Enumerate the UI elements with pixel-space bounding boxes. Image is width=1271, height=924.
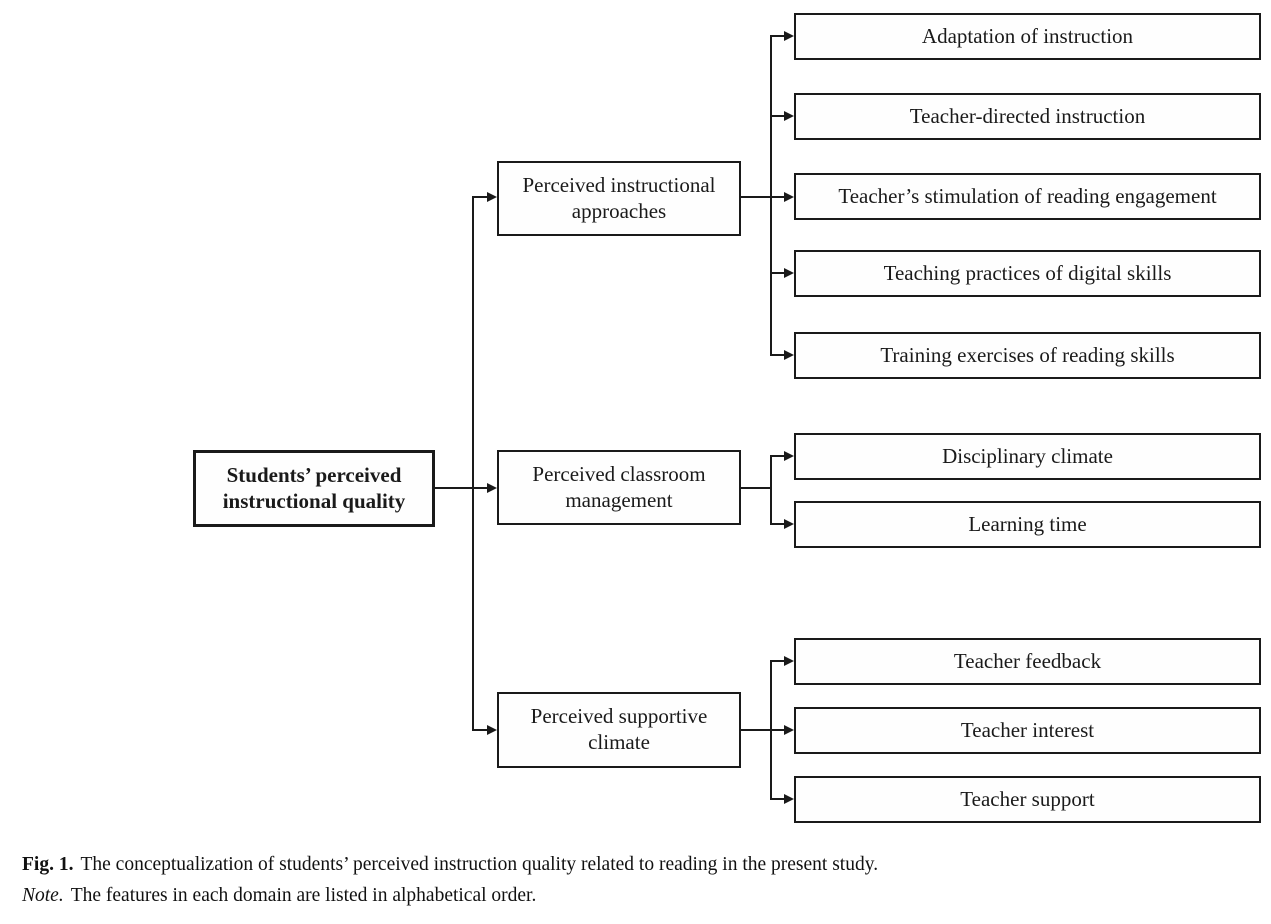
leaf-training-exercises-of-reading-skills: Training exercises of reading skills xyxy=(794,332,1261,379)
node-group-label: Perceived instructional approaches xyxy=(522,172,716,223)
connector-line xyxy=(770,798,784,800)
connector-line xyxy=(770,35,772,356)
connector-line xyxy=(770,354,784,356)
connector-line xyxy=(472,196,474,731)
connector-line xyxy=(741,196,772,198)
connector-line xyxy=(770,455,784,457)
leaf-label: Teacher support xyxy=(960,786,1095,811)
arrowhead-icon xyxy=(784,656,794,666)
arrowhead-icon xyxy=(784,794,794,804)
leaf-label: Teacher-directed instruction xyxy=(909,103,1146,128)
leaf-label: Disciplinary climate xyxy=(942,443,1113,468)
leaf-disciplinary-climate: Disciplinary climate xyxy=(794,433,1261,480)
connector-line xyxy=(770,35,784,37)
figure-caption-text: The conceptualization of students’ perce… xyxy=(80,854,879,875)
leaf-adaptation-of-instruction: Adaptation of instruction xyxy=(794,13,1261,60)
connector-line xyxy=(770,455,772,525)
node-group-supportive-climate: Perceived supportive climate xyxy=(497,692,741,768)
leaf-label: Learning time xyxy=(968,511,1087,536)
arrowhead-icon xyxy=(784,192,794,202)
node-group-label: Perceived supportive climate xyxy=(530,704,708,754)
leaf-learning-time: Learning time xyxy=(794,501,1261,548)
node-group-label: Perceived classroom management xyxy=(532,461,706,512)
leaf-label: Adaptation of instruction xyxy=(921,23,1134,48)
connector-line xyxy=(770,523,784,525)
connector-line xyxy=(770,729,784,731)
arrowhead-icon xyxy=(784,268,794,278)
leaf-teacher-support: Teacher support xyxy=(794,776,1261,823)
connector-line xyxy=(770,272,784,274)
connector-line xyxy=(770,660,784,662)
node-group-instructional-approaches: Perceived instructional approaches xyxy=(497,161,741,236)
arrowhead-icon xyxy=(487,192,497,202)
connector-line xyxy=(741,487,772,489)
note-label: Note. xyxy=(22,885,64,906)
arrowhead-icon xyxy=(487,725,497,735)
figure-number-label: Fig. 1. xyxy=(22,854,74,875)
node-group-classroom-management: Perceived classroom management xyxy=(497,450,741,525)
figure-caption: Fig. 1. The conceptualization of students… xyxy=(22,849,878,911)
arrowhead-icon xyxy=(784,350,794,360)
node-root-label: Students’ perceived instructional qualit… xyxy=(222,462,406,513)
arrowhead-icon xyxy=(784,519,794,529)
leaf-label: Teacher interest xyxy=(960,717,1095,742)
leaf-label: Teaching practices of digital skills xyxy=(883,260,1172,285)
note-text: The features in each domain are listed i… xyxy=(70,885,537,906)
caption-line-2: Note. The features in each domain are lis… xyxy=(22,880,878,911)
connector-line xyxy=(770,115,784,117)
leaf-teacher-interest: Teacher interest xyxy=(794,707,1261,754)
arrowhead-icon xyxy=(487,483,497,493)
caption-line-1: Fig. 1. The conceptualization of students… xyxy=(22,849,878,880)
connector-line xyxy=(472,196,487,198)
arrowhead-icon xyxy=(784,725,794,735)
leaf-teacher-directed-instruction: Teacher-directed instruction xyxy=(794,93,1261,140)
leaf-label: Training exercises of reading skills xyxy=(880,342,1175,367)
node-root: Students’ perceived instructional qualit… xyxy=(193,450,435,527)
arrowhead-icon xyxy=(784,31,794,41)
connector-line xyxy=(741,729,772,731)
arrowhead-icon xyxy=(784,451,794,461)
connector-line xyxy=(472,729,487,731)
connector-line xyxy=(435,487,487,489)
leaf-label: Teacher’s stimulation of reading engagem… xyxy=(838,183,1217,208)
leaf-teachers-stimulation-of-reading-engagement: Teacher’s stimulation of reading engagem… xyxy=(794,173,1261,220)
leaf-teaching-practices-of-digital-skills: Teaching practices of digital skills xyxy=(794,250,1261,297)
arrowhead-icon xyxy=(784,111,794,121)
connector-line xyxy=(770,196,784,198)
leaf-teacher-feedback: Teacher feedback xyxy=(794,638,1261,685)
leaf-label: Teacher feedback xyxy=(953,648,1102,673)
